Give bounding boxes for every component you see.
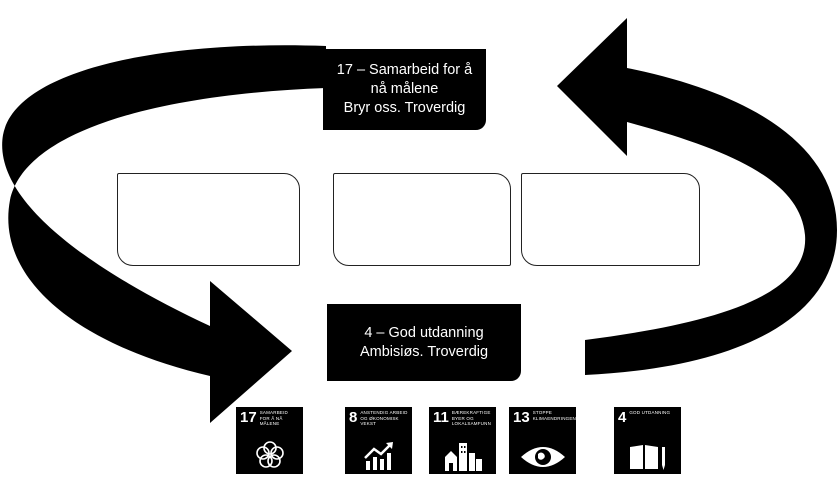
sdg-title: Bærekraftige byer og lokalsamfunn [451, 410, 492, 426]
goal-box-17: 17 – Samarbeid for å nå målene Bryr oss.… [323, 49, 486, 130]
sdg-title: God utdanning [629, 410, 671, 415]
sdg-4-tile: 4 God utdanning [614, 407, 681, 474]
goal-box-4-line2: Ambisiøs. Troverdig [359, 343, 489, 360]
empty-panel-left [117, 173, 300, 266]
sdg-8-tile: 8 Anstendig arbeid og økonomisk vekst [345, 407, 412, 474]
goal-box-17-line2: nå målene [370, 81, 439, 97]
goal-box-17-line3: Bryr oss. Troverdig [343, 100, 466, 116]
goal-box-4-line1: 4 – God utdanning [364, 324, 484, 341]
left-cycle-arrow [2, 45, 326, 423]
growth-chart-icon [363, 442, 393, 470]
sdg-title: Samarbeid for å nå målene [259, 410, 288, 426]
goal-box-4: 4 – God utdanning Ambisiøs. Troverdig [327, 304, 521, 381]
city-buildings-icon [444, 443, 482, 471]
right-cycle-arrow [557, 18, 837, 375]
sdg-17-tile: 17 Samarbeid for å nå målene [236, 407, 303, 474]
goal-box-17-line1: 17 – Samarbeid for å [336, 62, 473, 78]
empty-panel-right [521, 173, 700, 266]
sdg-number: 17 [240, 409, 257, 426]
eye-globe-icon [520, 447, 565, 467]
sdg-11-tile: 11 Bærekraftige byer og lokalsamfunn [429, 407, 496, 474]
sdg-number: 13 [513, 409, 530, 426]
sdg-number: 11 [433, 409, 449, 426]
sdg-number: 8 [349, 409, 358, 426]
sdg-title: Stoppe klimaendringene [532, 410, 576, 421]
sdg-13-tile: 13 Stoppe klimaendringene [509, 407, 576, 474]
sdg-number: 4 [618, 409, 627, 426]
flower-rings-icon [255, 441, 284, 468]
book-pencil-icon [629, 445, 665, 470]
sdg-title: Anstendig arbeid og økonomisk vekst [360, 410, 408, 426]
empty-panel-middle [333, 173, 511, 266]
